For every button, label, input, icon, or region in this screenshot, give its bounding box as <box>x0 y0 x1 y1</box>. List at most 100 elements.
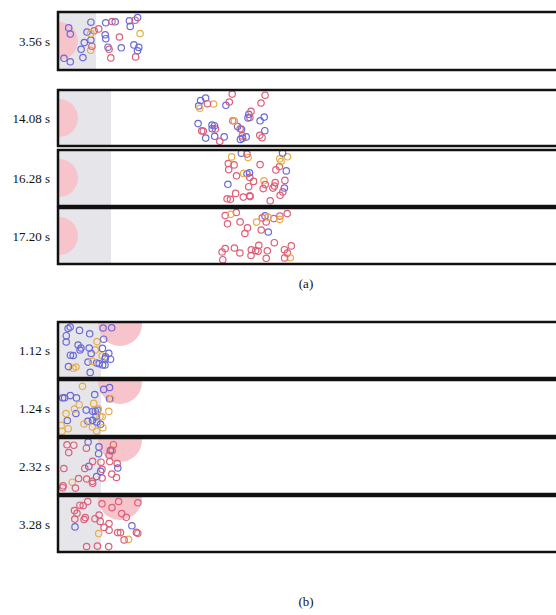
particle <box>265 214 271 220</box>
inlet-region <box>59 323 101 377</box>
particle <box>78 46 84 52</box>
particle <box>258 100 264 106</box>
particle <box>84 29 90 35</box>
particle <box>231 245 237 251</box>
particle-group <box>59 383 114 434</box>
particle <box>134 48 140 54</box>
strip-content <box>59 13 96 69</box>
particle <box>281 255 287 261</box>
particle <box>99 475 105 481</box>
particle <box>109 504 115 510</box>
particle <box>211 123 217 129</box>
particle <box>253 219 259 225</box>
particle <box>80 54 86 60</box>
particle <box>109 325 115 331</box>
particle <box>262 92 268 98</box>
particle <box>110 442 116 448</box>
particle <box>78 345 84 351</box>
channel-frame <box>58 322 556 378</box>
particle-group <box>59 439 121 491</box>
particle <box>63 410 69 416</box>
particle <box>118 45 124 51</box>
particle <box>106 384 112 390</box>
particle <box>88 37 94 43</box>
obstacle-circle <box>98 381 142 404</box>
time-label: 16.28 s <box>12 172 50 185</box>
particle <box>203 135 209 141</box>
particle <box>64 417 70 423</box>
particle <box>96 512 102 518</box>
particle-group <box>224 151 291 204</box>
particle <box>261 114 267 120</box>
obstacle-circle <box>59 217 78 255</box>
particle <box>63 333 69 339</box>
particle <box>76 327 82 333</box>
particle <box>137 30 143 36</box>
particle <box>92 391 98 397</box>
particle <box>99 501 105 507</box>
particle <box>100 325 106 331</box>
particle <box>123 514 129 520</box>
strip-content <box>59 439 142 493</box>
particle <box>106 520 112 526</box>
particle <box>96 530 102 536</box>
particle <box>229 91 235 97</box>
particle <box>115 465 121 471</box>
time-label: 3.28 s <box>19 518 50 531</box>
channel-frame <box>58 208 556 264</box>
particle <box>88 30 94 36</box>
particle <box>258 227 264 233</box>
particle <box>246 170 252 176</box>
particle <box>89 358 95 364</box>
obstacle-circle <box>98 497 142 520</box>
particle <box>204 101 210 107</box>
particle <box>84 476 90 482</box>
particle <box>66 449 72 455</box>
particle <box>228 211 234 217</box>
particle <box>257 118 263 124</box>
particle <box>89 43 95 49</box>
particle <box>259 135 265 141</box>
particle <box>106 46 112 52</box>
particle <box>281 185 287 191</box>
particle <box>247 193 253 199</box>
particle <box>81 421 87 427</box>
obstacle-circle <box>59 99 78 137</box>
particle <box>92 347 98 353</box>
particle <box>65 426 71 432</box>
particle <box>96 361 102 367</box>
inlet-region <box>59 497 101 551</box>
channel-frame <box>58 12 556 70</box>
inlet-region <box>59 439 101 493</box>
particle <box>233 173 239 179</box>
particle <box>113 474 119 480</box>
particle <box>200 128 206 134</box>
inlet-region <box>59 381 101 435</box>
particle <box>87 331 93 337</box>
particle <box>237 136 243 142</box>
time-label: 1.24 s <box>19 402 50 415</box>
particle <box>278 158 284 164</box>
particle <box>97 413 103 419</box>
particle <box>83 445 89 451</box>
obstacle-circle <box>98 323 142 346</box>
particle-group <box>61 14 144 65</box>
particle <box>247 193 253 199</box>
particle <box>88 47 94 53</box>
channel-frame <box>58 438 556 494</box>
particle <box>279 151 285 156</box>
particle <box>231 118 237 124</box>
particle <box>210 101 216 107</box>
particle <box>103 20 109 26</box>
particle <box>262 128 268 134</box>
particle <box>107 458 113 464</box>
particle <box>283 168 289 174</box>
particle <box>81 516 87 522</box>
particle <box>225 181 231 187</box>
particle <box>228 154 234 160</box>
strip-content <box>59 381 142 435</box>
particle <box>99 345 105 351</box>
particle <box>257 161 263 167</box>
particle <box>71 406 77 412</box>
obstacle-circle <box>59 22 78 60</box>
